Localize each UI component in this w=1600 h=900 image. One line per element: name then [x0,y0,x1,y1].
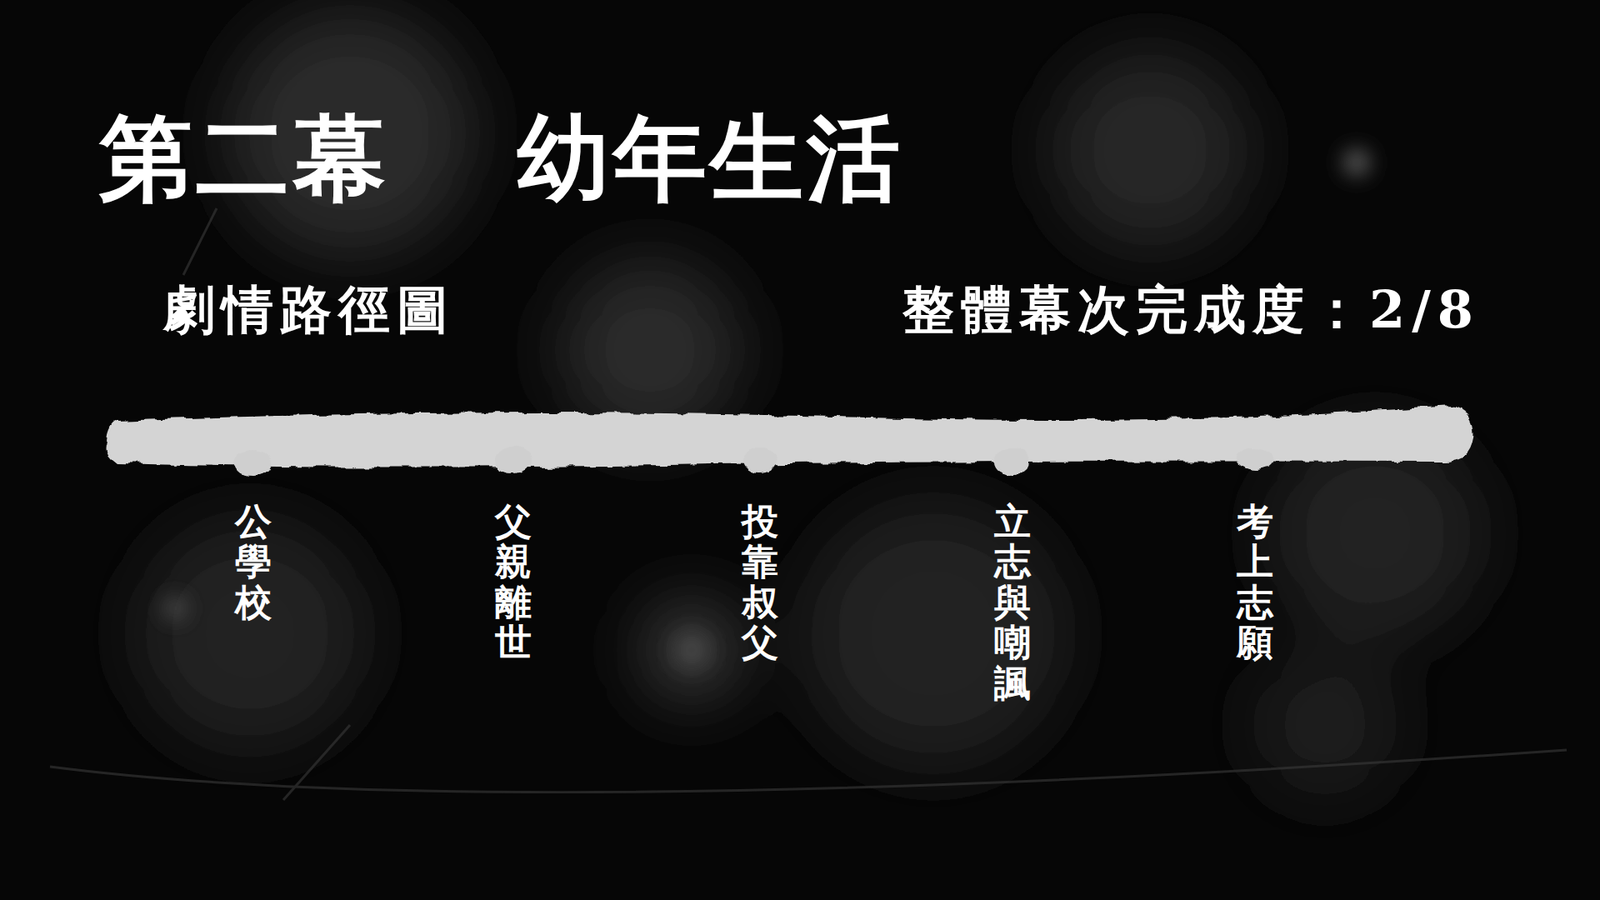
plot-step: 公學校 [235,501,272,623]
plot-step: 投靠叔父 [741,501,779,664]
act-title: 第二幕 幼年生活 [99,106,904,210]
path-bar [105,406,1475,477]
plot-step: 立志與嘲諷 [994,501,1031,704]
section-heading: 劇情路徑圖 [163,281,455,339]
streaks [50,208,1567,800]
plot-step: 考上志願 [1236,501,1274,664]
progress-text: 整體幕次完成度：2/8 [902,281,1480,339]
bokeh-dots [163,149,1370,669]
plot-step: 父親離世 [495,501,532,664]
